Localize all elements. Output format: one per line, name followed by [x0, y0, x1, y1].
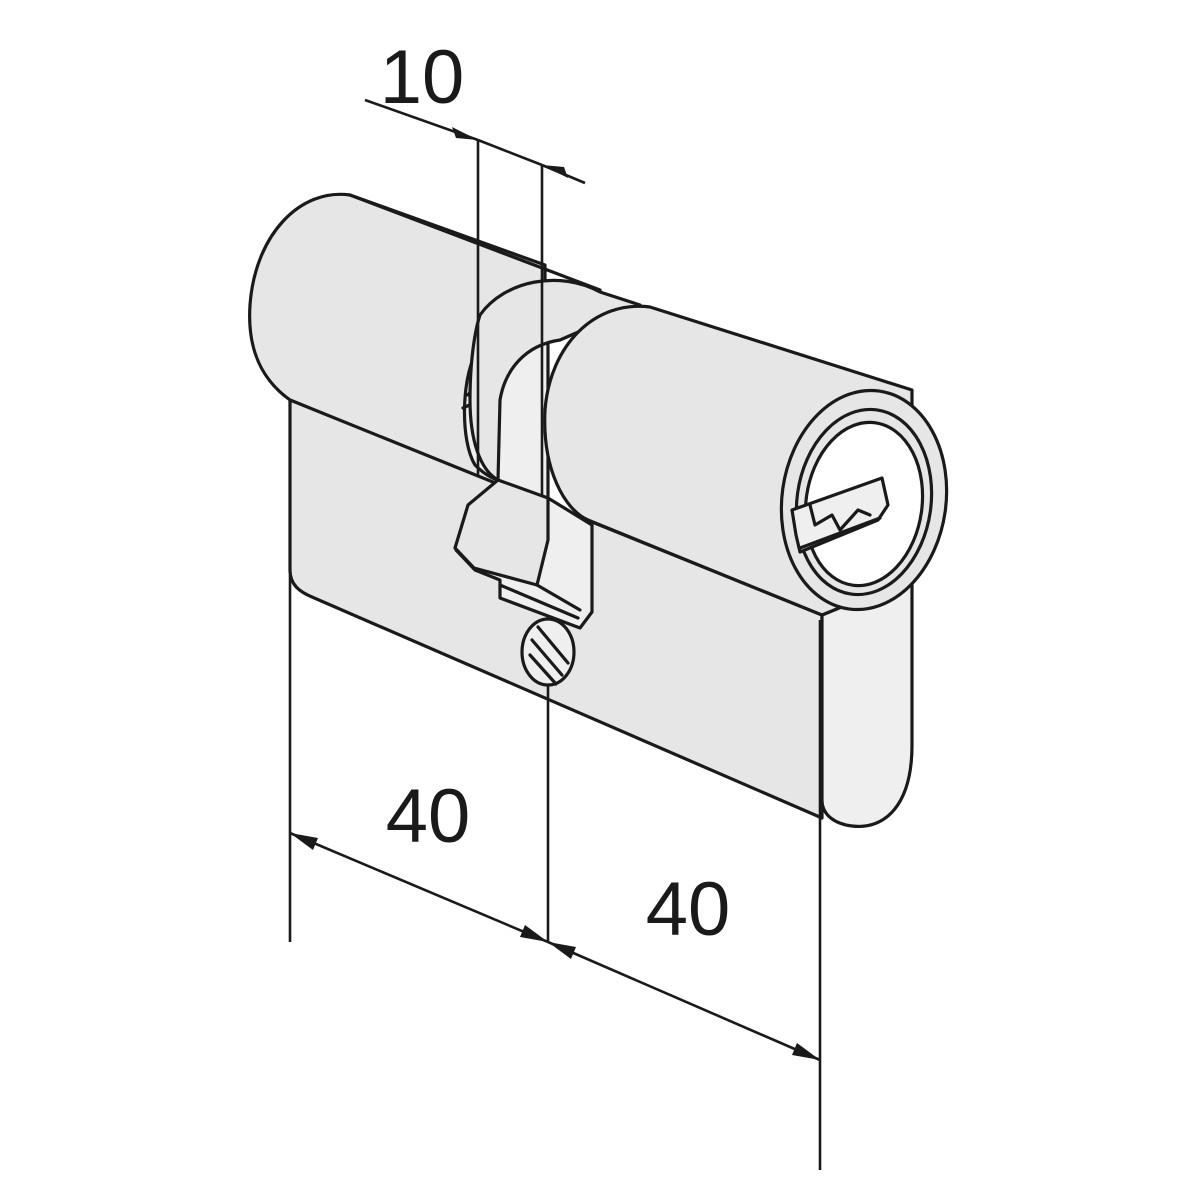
keyway-icon: [790, 476, 890, 554]
left-length-dimension: 40: [288, 575, 550, 944]
right-length-label: 40: [646, 867, 731, 952]
left-length-label: 40: [386, 774, 471, 859]
cam-width-dimension: 10: [364, 35, 586, 495]
fixing-screw-hole: [520, 617, 576, 687]
cam-width-label: 10: [380, 35, 465, 120]
middle-collar: [468, 278, 642, 482]
right-length-dimension: 40: [547, 620, 822, 1170]
